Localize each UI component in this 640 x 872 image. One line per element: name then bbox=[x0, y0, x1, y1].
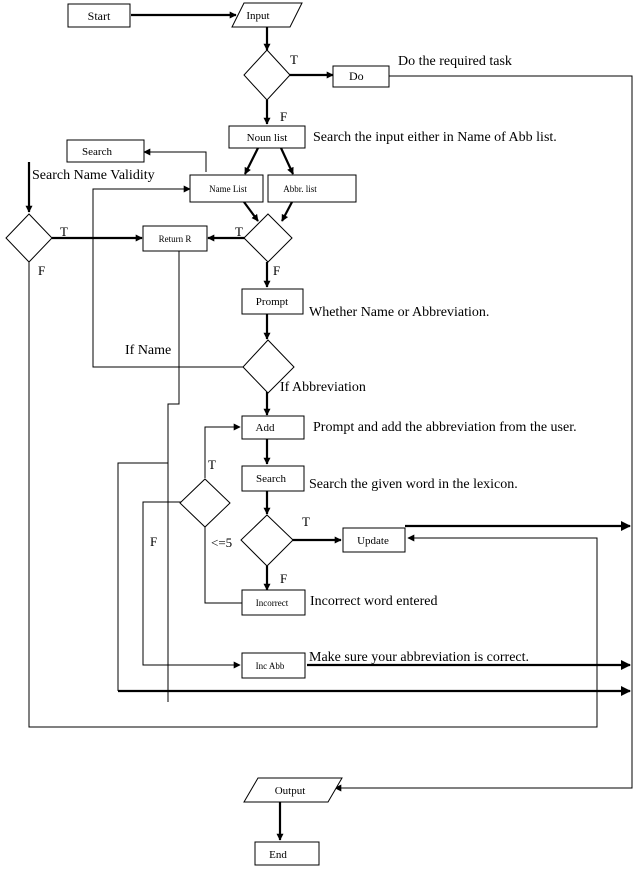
node-noun-list[interactable]: Noun list bbox=[228, 125, 306, 149]
line-incorrect-loopdec bbox=[204, 527, 242, 604]
node-abbr-list[interactable]: Abbr. list bbox=[267, 174, 357, 203]
arrow-namelist-dec2 bbox=[243, 201, 259, 222]
output-label: Output bbox=[275, 785, 306, 797]
node-start[interactable]: Start bbox=[67, 3, 131, 28]
branch-f-search: F bbox=[280, 571, 287, 586]
decision-left[interactable] bbox=[5, 213, 53, 263]
branch-t1: T bbox=[290, 52, 298, 67]
annotations: Do the required task Search the input ei… bbox=[32, 54, 577, 665]
name-list-label: Name List bbox=[209, 184, 247, 194]
note-incorrect-word: Incorrect word entered bbox=[310, 594, 437, 609]
node-inc-abb[interactable]: Inc Abb bbox=[241, 652, 306, 679]
prompt-label: Prompt bbox=[256, 296, 288, 308]
line-loopdec-incabb bbox=[142, 501, 241, 669]
node-end[interactable]: End bbox=[254, 841, 320, 866]
branch-le5: <=5 bbox=[211, 535, 232, 550]
node-update[interactable]: Update bbox=[342, 527, 406, 553]
do-label: Do bbox=[349, 69, 364, 83]
line-loopdec-add bbox=[204, 423, 241, 478]
branch-f3: F bbox=[273, 263, 280, 278]
decision-4[interactable] bbox=[240, 514, 294, 567]
abbr-list-label: Abbr. list bbox=[283, 184, 317, 194]
search-top-label: Search bbox=[82, 146, 112, 158]
note-whether: Whether Name or Abbreviation. bbox=[309, 305, 489, 320]
node-return-r[interactable]: Return R bbox=[142, 225, 208, 252]
branch-f2: F bbox=[38, 263, 45, 278]
branch-t3: T bbox=[235, 224, 243, 239]
branch-if-name: If Name bbox=[125, 343, 171, 358]
start-label: Start bbox=[88, 9, 111, 23]
decision-loop[interactable] bbox=[179, 478, 231, 528]
incorrect-label: Incorrect bbox=[256, 598, 289, 608]
line-return-rail bbox=[167, 251, 180, 702]
arrow-abbrlist-dec2 bbox=[281, 201, 293, 222]
branch-if-abbr: If Abbreviation bbox=[280, 380, 366, 395]
node-output[interactable]: Output bbox=[243, 777, 343, 803]
end-label: End bbox=[269, 849, 287, 861]
search-mid-label: Search bbox=[256, 473, 286, 485]
decision-2[interactable] bbox=[243, 213, 293, 263]
node-add[interactable]: Add bbox=[241, 415, 305, 440]
node-search-mid[interactable]: Search bbox=[241, 465, 305, 492]
node-name-list[interactable]: Name List bbox=[189, 174, 264, 203]
note-search-validity: Search Name Validity bbox=[32, 168, 155, 183]
noun-list-label: Noun list bbox=[247, 132, 288, 144]
branch-labels: T F T F T F If Name If Abbreviation T F … bbox=[38, 52, 366, 586]
branch-f1: F bbox=[280, 109, 287, 124]
line-do-rail bbox=[334, 75, 633, 792]
note-search-lexicon: Search the given word in the lexicon. bbox=[309, 477, 518, 492]
node-do[interactable]: Do bbox=[332, 65, 390, 88]
arrow-noun-abbrlist bbox=[280, 147, 294, 175]
line-ifname-namelist bbox=[92, 185, 244, 368]
node-prompt[interactable]: Prompt bbox=[241, 288, 304, 315]
update-label: Update bbox=[357, 535, 389, 547]
branch-f-loop: F bbox=[150, 534, 157, 549]
arrow-noun-namelist bbox=[244, 147, 259, 175]
node-search-top[interactable]: Search bbox=[66, 139, 145, 163]
note-search-input: Search the input either in Name of Abb l… bbox=[313, 130, 557, 145]
arrow-namelist-search bbox=[143, 148, 207, 172]
decision-1[interactable] bbox=[243, 49, 291, 101]
note-do-task: Do the required task bbox=[398, 54, 512, 69]
note-prompt-add: Prompt and add the abbreviation from the… bbox=[313, 420, 577, 435]
inc-abb-label: Inc Abb bbox=[256, 661, 285, 671]
decision-3[interactable] bbox=[242, 339, 295, 394]
branch-t2: T bbox=[60, 224, 68, 239]
line-mid-rail bbox=[117, 462, 168, 691]
connectors bbox=[25, 11, 633, 841]
add-label: Add bbox=[256, 422, 275, 434]
branch-t-search: T bbox=[302, 514, 310, 529]
input-label: Input bbox=[246, 10, 269, 22]
node-incorrect[interactable]: Incorrect bbox=[241, 589, 306, 616]
line-decleft-bottom bbox=[28, 262, 598, 728]
note-make-sure: Make sure your abbreviation is correct. bbox=[309, 650, 529, 665]
node-input[interactable]: Input bbox=[231, 2, 303, 28]
branch-t-loop: T bbox=[208, 457, 216, 472]
return-r-label: Return R bbox=[159, 234, 192, 244]
